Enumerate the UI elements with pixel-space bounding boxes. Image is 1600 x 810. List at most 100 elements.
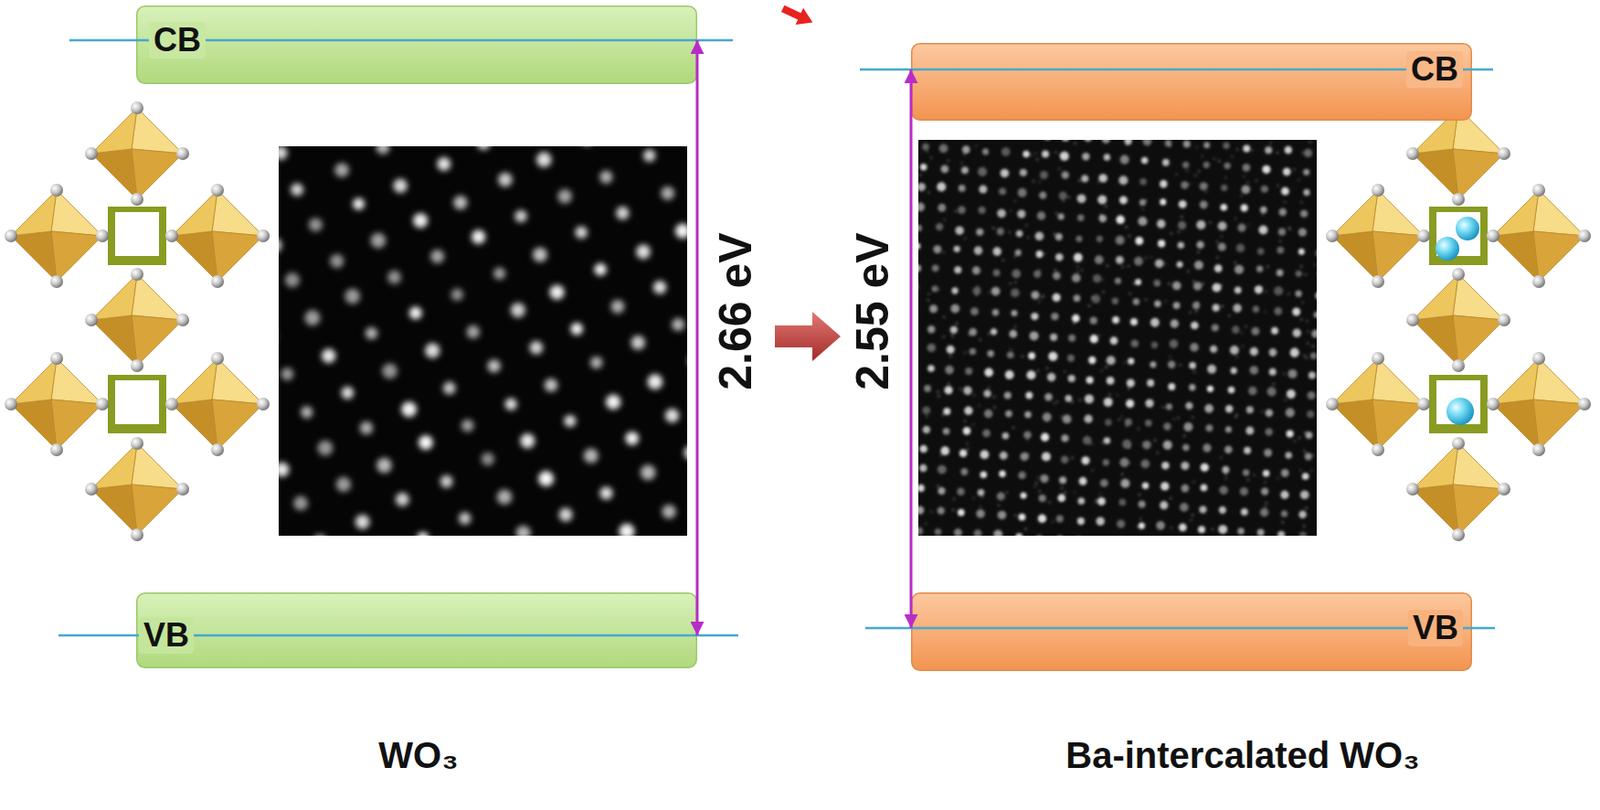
oxygen-atom <box>1497 147 1511 160</box>
lattice-spot <box>1097 497 1106 506</box>
band-edge-line <box>859 68 1494 72</box>
band-shape <box>911 42 1473 121</box>
lattice-spot <box>967 332 971 336</box>
oxygen-atom <box>1451 192 1465 206</box>
octahedron-face <box>51 231 103 282</box>
lattice-spot <box>1269 348 1278 357</box>
lattice-spot <box>1218 485 1229 495</box>
lattice-spot <box>1114 277 1122 285</box>
oxygen-atom <box>176 482 190 496</box>
oxygen-atom <box>256 397 270 411</box>
lattice-spot <box>1220 304 1224 308</box>
lattice-spot <box>992 308 1000 317</box>
lattice-spot <box>1209 345 1218 353</box>
lattice-spot <box>1027 351 1036 360</box>
lattice-spot <box>312 534 329 536</box>
lattice-spot <box>1087 304 1091 308</box>
lattice-spot <box>1310 468 1314 472</box>
lattice-spot <box>1242 175 1246 179</box>
lattice-spot <box>1136 525 1140 529</box>
lattice-spot <box>1290 348 1300 358</box>
oxygen-atom <box>211 443 224 456</box>
lattice-spot <box>1153 438 1156 442</box>
lattice-spot <box>1098 333 1102 337</box>
lattice-spot <box>942 335 945 339</box>
lattice-spot <box>1159 198 1166 205</box>
lattice-spot <box>1265 408 1273 416</box>
lattice-spot <box>514 210 528 223</box>
lattice-spot <box>1189 518 1193 521</box>
oxygen-atom <box>176 147 190 160</box>
lattice-spot <box>1298 435 1302 439</box>
lattice-spot <box>1047 372 1056 382</box>
lattice-spot <box>1305 319 1309 323</box>
lattice-spot <box>1271 382 1275 386</box>
lattice-spot <box>972 496 975 499</box>
lattice-spot <box>1200 463 1209 472</box>
lattice-spot <box>940 445 950 456</box>
lattice-spot <box>1070 400 1074 403</box>
lattice-spot <box>1134 236 1144 245</box>
lattice-spot <box>932 264 940 272</box>
lattice-spot <box>1038 299 1041 303</box>
lattice-spot <box>1036 369 1039 372</box>
lattice-spot <box>974 293 978 297</box>
octahedron-face <box>1452 443 1505 489</box>
lattice-spot <box>1185 402 1193 410</box>
lattice-spot <box>1300 489 1310 499</box>
lattice-spot <box>304 309 320 326</box>
tem-lattice <box>918 139 1317 536</box>
lattice-spot <box>631 335 646 350</box>
lattice-spot <box>1063 370 1067 373</box>
lattice-spot <box>1151 341 1158 349</box>
octahedron-face <box>91 484 138 535</box>
lattice-spot <box>1163 422 1171 430</box>
lattice-spot <box>1052 401 1056 404</box>
lattice-spot <box>1080 455 1090 465</box>
lattice-spot <box>944 365 954 375</box>
lattice-spot <box>532 247 548 263</box>
lattice-spot <box>1219 284 1223 287</box>
lattice-spot <box>1156 219 1166 228</box>
lattice-spot <box>458 511 472 525</box>
octahedron-face <box>91 443 138 489</box>
lattice-spot <box>1283 201 1287 204</box>
lattice-spot <box>918 182 926 191</box>
tunnel-wall <box>107 374 167 434</box>
oxygen-atom <box>1451 528 1465 541</box>
tunnel <box>115 211 159 256</box>
oxygen-atom <box>1406 147 1420 160</box>
lattice-spot <box>1235 355 1239 359</box>
tunnel <box>1436 380 1481 424</box>
octahedron-face <box>1452 274 1505 320</box>
oxygen-atom <box>165 229 179 243</box>
lattice-spot <box>1224 176 1228 180</box>
band-fill <box>911 43 1473 121</box>
lattice-spot <box>1190 321 1199 330</box>
lattice-spot <box>923 384 932 393</box>
lattice-spot <box>997 510 1007 520</box>
lattice-spot <box>1137 427 1141 431</box>
lattice-spot <box>1015 249 1022 256</box>
lattice-spot <box>1144 297 1148 301</box>
lattice-spot <box>996 503 1000 507</box>
lattice-spot <box>1057 493 1066 502</box>
lattice-spot <box>974 144 978 148</box>
lattice-spot <box>1014 199 1018 202</box>
lattice-spot <box>1097 195 1107 205</box>
lattice-spot <box>660 186 675 201</box>
lattice-spot <box>416 531 429 536</box>
oxygen-atom <box>1371 183 1385 197</box>
lattice-spot <box>1009 347 1013 350</box>
lattice-spot <box>1211 323 1219 331</box>
lattice-spot <box>1234 264 1244 275</box>
lattice-spot <box>993 269 1001 277</box>
lattice-spot <box>965 442 969 446</box>
lattice-spot <box>1142 481 1150 489</box>
lattice-spot <box>993 405 997 409</box>
lattice-spot <box>1052 232 1056 235</box>
lattice-spot <box>574 225 587 238</box>
